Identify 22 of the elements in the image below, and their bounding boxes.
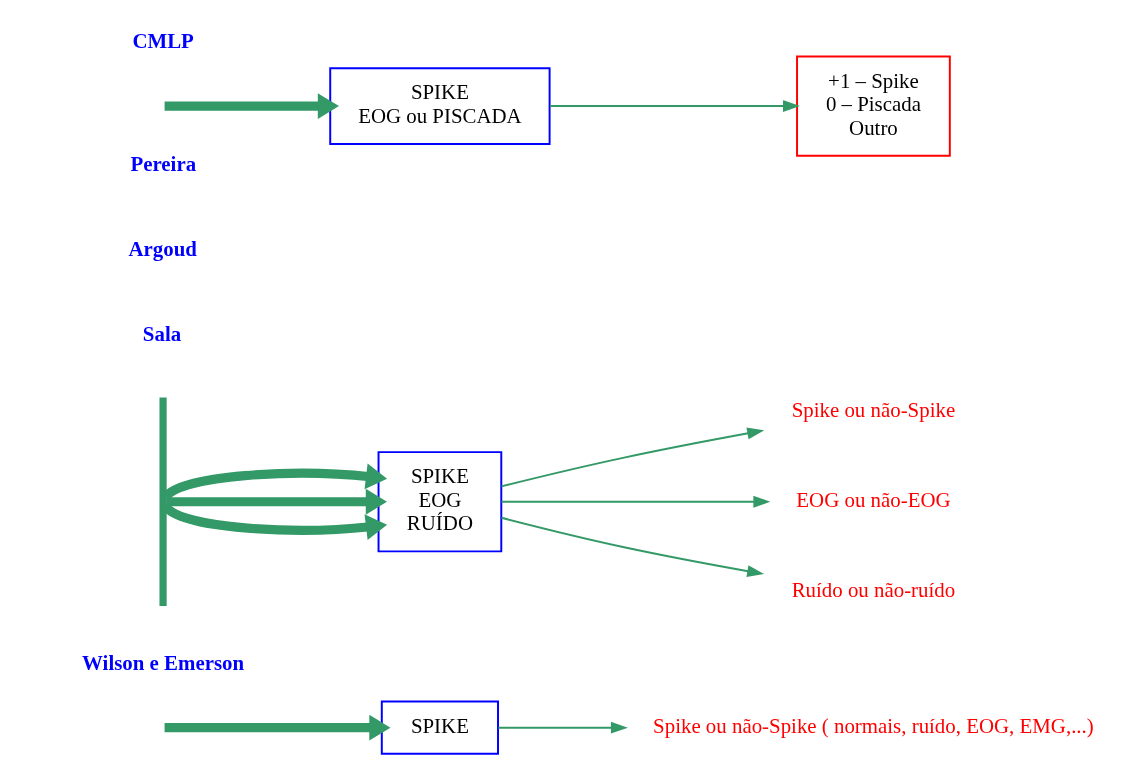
label: CMLP (132, 29, 194, 54)
node-box: SPIKE EOG ou PISCADA (329, 67, 551, 145)
arrow (500, 427, 765, 488)
arrow (164, 93, 339, 120)
node-text: Ruído ou não-ruído (791, 577, 956, 602)
node-box: +1 – Spike 0 – Piscada Outro (796, 55, 951, 157)
arrow (497, 721, 628, 734)
label: Sala (142, 321, 182, 346)
arrow (166, 488, 387, 515)
arrow (164, 714, 391, 741)
node-box: SPIKE (380, 700, 499, 755)
label: Wilson e Emerson (82, 650, 245, 675)
node-text: Spike ou não-Spike (791, 397, 956, 422)
node-bar (159, 397, 167, 606)
node-text: Spike ou não-Spike ( normais, ruído, EOG, EMG,...) (653, 713, 1094, 738)
node-text: EOG ou não-EOG (796, 487, 951, 512)
node-box: SPIKE EOG RUÍDO (377, 451, 503, 553)
arrow (500, 516, 765, 577)
arrow (548, 100, 800, 113)
arrow (500, 495, 771, 508)
label: Argoud (128, 237, 197, 262)
label: Pereira (130, 152, 197, 177)
